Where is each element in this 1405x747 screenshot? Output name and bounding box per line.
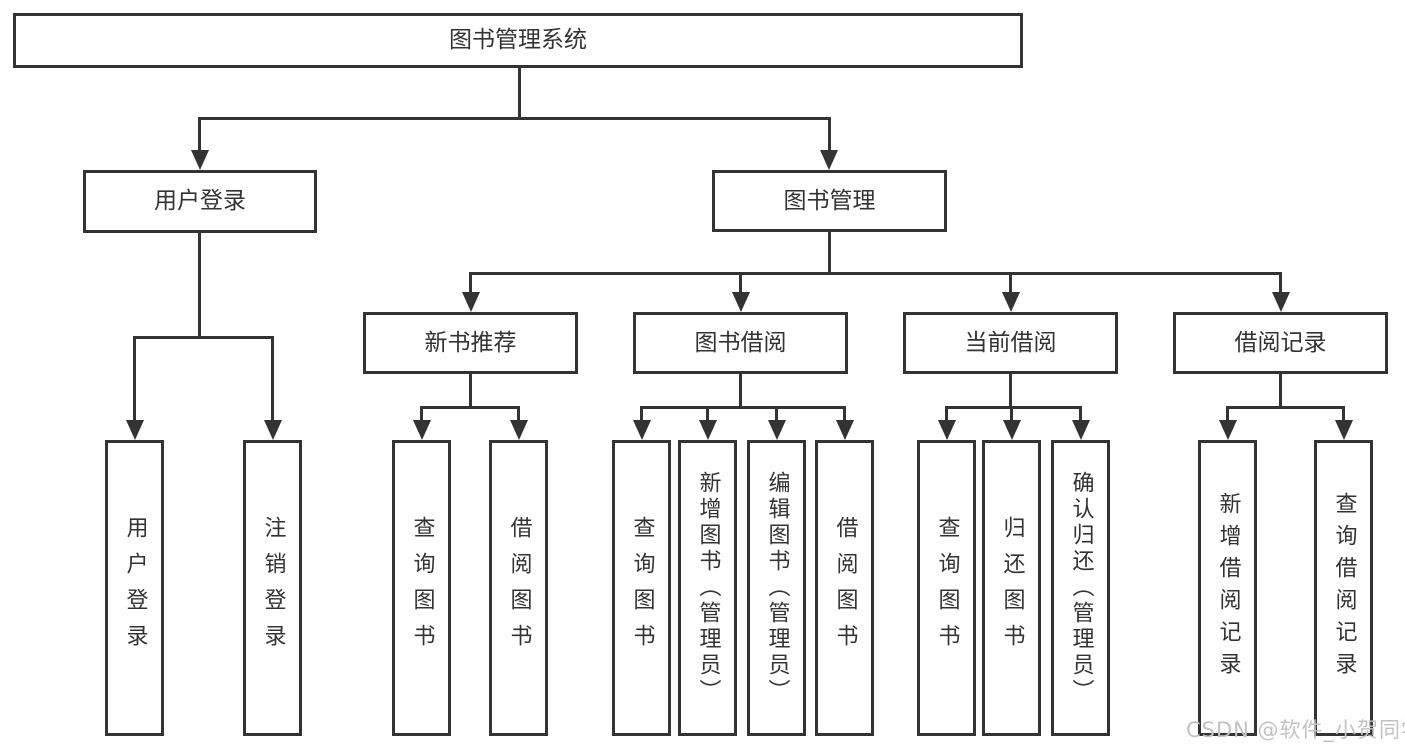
connector-user-login-branch <box>133 336 274 339</box>
node-borrowing-records: 借阅记录 <box>1173 312 1388 374</box>
arrowhead-borrow-records <box>1272 292 1290 312</box>
leaf-query-books: 查询图书 <box>612 440 671 736</box>
connector-drop-leaf <box>517 406 520 422</box>
connector-drop-leaf <box>420 406 423 422</box>
connector-root-branch <box>198 117 831 120</box>
leaf-logout: 注销登录 <box>243 440 302 736</box>
node-new-book-recommendation: 新书推荐 <box>363 312 578 374</box>
connector-drop-new-book <box>469 272 472 294</box>
node-book-borrowing: 图书借阅 <box>633 312 848 374</box>
connector-drop-leaf <box>640 406 643 422</box>
connector-book-borrow-stem <box>739 372 742 406</box>
arrowhead-current-borrow <box>1002 292 1020 312</box>
connector-drop-current-borrow <box>1009 272 1012 294</box>
leaf-borrow-books: 借阅图书 <box>489 440 548 736</box>
arrowhead-leaf <box>633 420 651 440</box>
leaf-add-borrow-record: 新增借阅记录 <box>1198 440 1257 736</box>
connector-drop-leaf <box>775 406 778 422</box>
arrowhead-leaf <box>1335 420 1353 440</box>
arrowhead-leaf <box>768 420 786 440</box>
arrowhead-leaf <box>1003 420 1021 440</box>
leaf-query-books: 查询图书 <box>917 440 976 736</box>
connector-drop-borrow-records <box>1279 272 1282 294</box>
connector-drop-user-login-leaf <box>133 336 136 422</box>
connector-drop-user-login <box>198 117 201 152</box>
leaf-query-borrow-record: 查询借阅记录 <box>1314 440 1373 736</box>
leaf-add-books-admin: 新增图书（管理员） <box>678 440 737 736</box>
connector-drop-leaf <box>706 406 709 422</box>
connector-current-borrow-stem <box>1009 372 1012 406</box>
leaf-edit-books-admin: 编辑图书（管理员） <box>747 440 806 736</box>
connector-drop-leaf <box>843 406 846 422</box>
connector-current-borrow-branch <box>945 406 1082 409</box>
connector-drop-leaf <box>1079 406 1082 422</box>
arrowhead-user-login <box>191 150 209 170</box>
connector-new-book-branch <box>420 406 520 409</box>
connector-borrow-records-branch <box>1226 406 1345 409</box>
node-library-management-system: 图书管理系统 <box>13 13 1023 68</box>
connector-new-book-stem <box>469 372 472 406</box>
arrowhead-leaf <box>1219 420 1237 440</box>
leaf-query-books: 查询图书 <box>392 440 451 736</box>
connector-book-borrow-branch <box>640 406 846 409</box>
leaf-confirm-return-admin: 确认归还（管理员） <box>1051 440 1110 736</box>
connector-book-management-branch <box>469 272 1282 275</box>
arrowhead-user-login-leaf <box>126 420 144 440</box>
arrowhead-logout <box>264 420 282 440</box>
connector-drop-leaf <box>1010 406 1013 422</box>
arrowhead-leaf <box>938 420 956 440</box>
connector-drop-book-management <box>828 117 831 152</box>
connector-drop-leaf <box>1226 406 1229 422</box>
leaf-user-login: 用户登录 <box>105 440 164 736</box>
connector-borrow-records-stem <box>1279 372 1282 406</box>
arrowhead-book-borrow <box>732 292 750 312</box>
connector-drop-leaf <box>945 406 948 422</box>
connector-drop-leaf <box>1342 406 1345 422</box>
node-book-management: 图书管理 <box>712 170 947 232</box>
arrowhead-leaf <box>510 420 528 440</box>
leaf-return-books: 归还图书 <box>982 440 1041 736</box>
connector-drop-book-borrow <box>739 272 742 294</box>
connector-drop-logout <box>271 336 274 422</box>
arrowhead-leaf <box>836 420 854 440</box>
connector-book-management-stem <box>828 230 831 275</box>
leaf-borrow-books: 借阅图书 <box>815 440 874 736</box>
arrowhead-leaf <box>413 420 431 440</box>
arrowhead-book-management <box>820 150 838 170</box>
arrowhead-leaf <box>699 420 717 440</box>
connector-user-login-stem <box>198 230 201 336</box>
node-user-login: 用户登录 <box>83 170 317 233</box>
node-current-borrowing: 当前借阅 <box>903 312 1118 374</box>
connector-root-stem <box>518 66 521 117</box>
arrowhead-leaf <box>1072 420 1090 440</box>
csdn-watermark: CSDN @软件_小贺同学 <box>1186 718 1405 742</box>
arrowhead-new-book <box>462 292 480 312</box>
